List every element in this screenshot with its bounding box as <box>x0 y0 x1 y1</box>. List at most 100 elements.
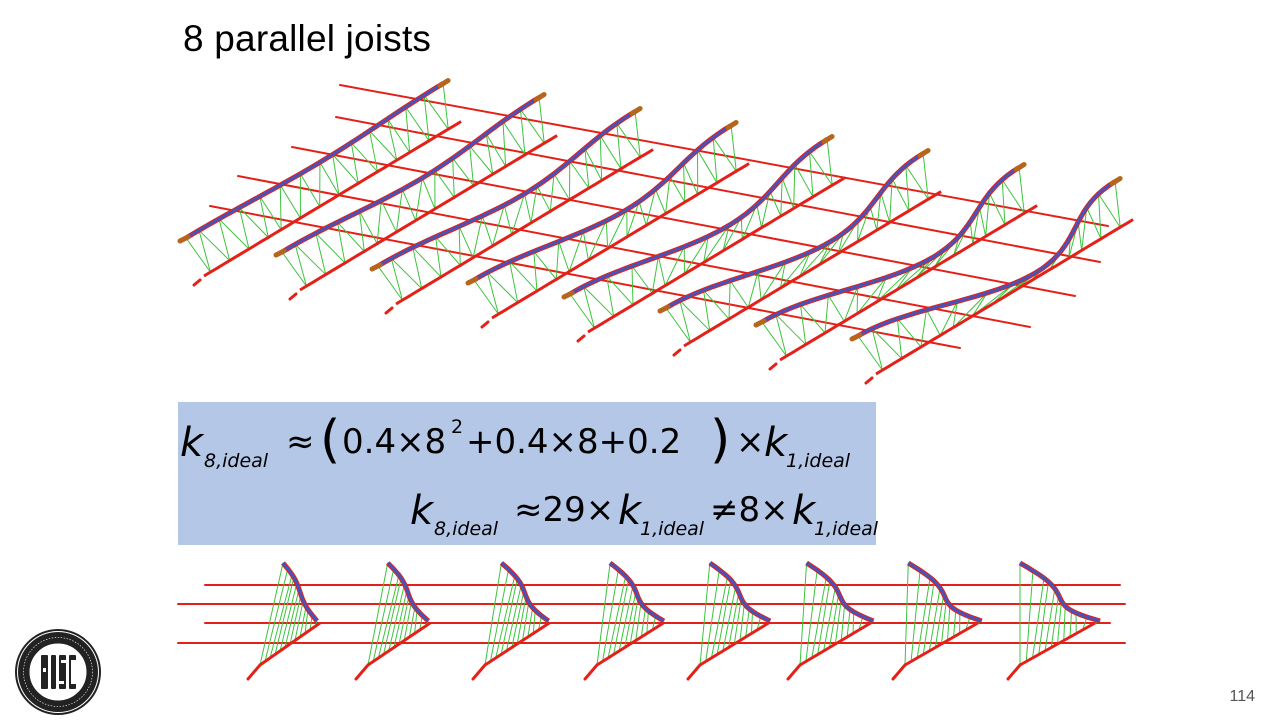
web-member <box>500 578 518 655</box>
web-member <box>1038 581 1049 655</box>
bottom-chord-end <box>891 663 907 681</box>
web-member <box>530 185 538 224</box>
web-member <box>769 190 782 217</box>
web-member <box>607 209 628 249</box>
web-member <box>299 606 307 638</box>
joists-end-view-figure <box>177 560 1126 681</box>
web-member <box>712 136 718 184</box>
web-member <box>645 188 656 226</box>
bearing-seat <box>437 78 451 88</box>
web-member <box>793 163 796 209</box>
web-member <box>596 562 611 666</box>
web-member <box>856 285 859 315</box>
bottom-chord <box>799 621 872 667</box>
web-member <box>414 609 418 634</box>
web-member <box>669 175 686 203</box>
web-member <box>294 600 304 641</box>
web-member <box>587 220 607 261</box>
page-number: 114 <box>1229 688 1255 705</box>
web-member <box>185 237 211 273</box>
web-member <box>947 604 951 641</box>
web-member <box>469 145 494 175</box>
web-member <box>926 309 941 336</box>
web-member <box>799 303 807 346</box>
web-member <box>638 201 647 226</box>
web-member <box>198 229 211 273</box>
web-member <box>635 602 642 641</box>
web-member <box>665 307 691 343</box>
web-member <box>511 590 525 648</box>
web-member <box>484 562 502 666</box>
web-member <box>606 275 634 306</box>
k-subscript: 8,ideal <box>434 518 499 540</box>
bottom-chord <box>299 134 558 292</box>
joist <box>273 92 558 301</box>
slide-title: 8 parallel joists <box>183 18 432 59</box>
web-member <box>350 142 379 173</box>
web-member <box>583 285 615 318</box>
bearing-seat <box>561 290 575 300</box>
web-member <box>218 218 231 262</box>
web-member <box>889 178 893 223</box>
bottom-chord-end <box>686 663 702 681</box>
web-member <box>891 178 910 212</box>
web-member <box>442 83 449 130</box>
bottom-chord-end <box>471 663 487 681</box>
web-member <box>583 285 595 329</box>
buckled-top-chord <box>1019 561 1101 623</box>
web-member <box>533 250 538 292</box>
web-member <box>553 173 571 201</box>
web-member <box>435 236 461 266</box>
joists-3d-figure <box>177 78 1134 385</box>
joist-end-view <box>471 561 551 681</box>
web-member <box>434 169 455 198</box>
web-member <box>387 118 411 153</box>
bottom-chord-end <box>192 278 202 287</box>
web-member <box>781 177 795 209</box>
web-member <box>739 603 745 641</box>
web-member <box>473 279 499 315</box>
web-member <box>502 120 507 167</box>
web-member <box>358 210 365 252</box>
web-member <box>332 153 340 196</box>
web-member <box>1081 207 1088 251</box>
bottom-chord-end <box>354 663 370 681</box>
web-member <box>238 207 269 238</box>
web-member <box>978 206 987 237</box>
web-member <box>722 216 742 252</box>
buckled-top-chord <box>281 96 540 254</box>
web-member <box>376 200 382 245</box>
web-member <box>794 163 814 198</box>
web-member <box>730 125 737 172</box>
web-member <box>728 591 740 648</box>
web-member <box>780 177 783 217</box>
web-member <box>679 300 711 332</box>
web-member <box>390 257 423 290</box>
web-member <box>1098 193 1102 240</box>
web-member <box>491 204 505 247</box>
bearing-seat <box>1109 176 1123 186</box>
web-member <box>952 300 958 329</box>
web-member <box>1063 605 1066 641</box>
approx-symbol: ≈ <box>286 422 315 462</box>
web-member <box>536 185 551 212</box>
bottom-chord <box>491 162 750 320</box>
web-member <box>315 232 346 264</box>
web-member <box>481 215 493 247</box>
web-member <box>869 206 878 231</box>
web-member <box>509 261 538 292</box>
web-member <box>486 271 519 304</box>
bearing-seat <box>821 134 835 144</box>
web-member <box>1018 167 1025 214</box>
bottom-chord <box>203 120 462 278</box>
web-member <box>606 275 615 318</box>
web-member <box>279 582 298 652</box>
web-member <box>1044 588 1056 652</box>
web-member <box>279 184 282 231</box>
web-member <box>395 188 403 233</box>
web-member <box>294 243 307 287</box>
web-member <box>761 321 787 357</box>
web-member <box>971 292 988 317</box>
web-member <box>683 162 686 203</box>
web-member <box>834 598 842 645</box>
